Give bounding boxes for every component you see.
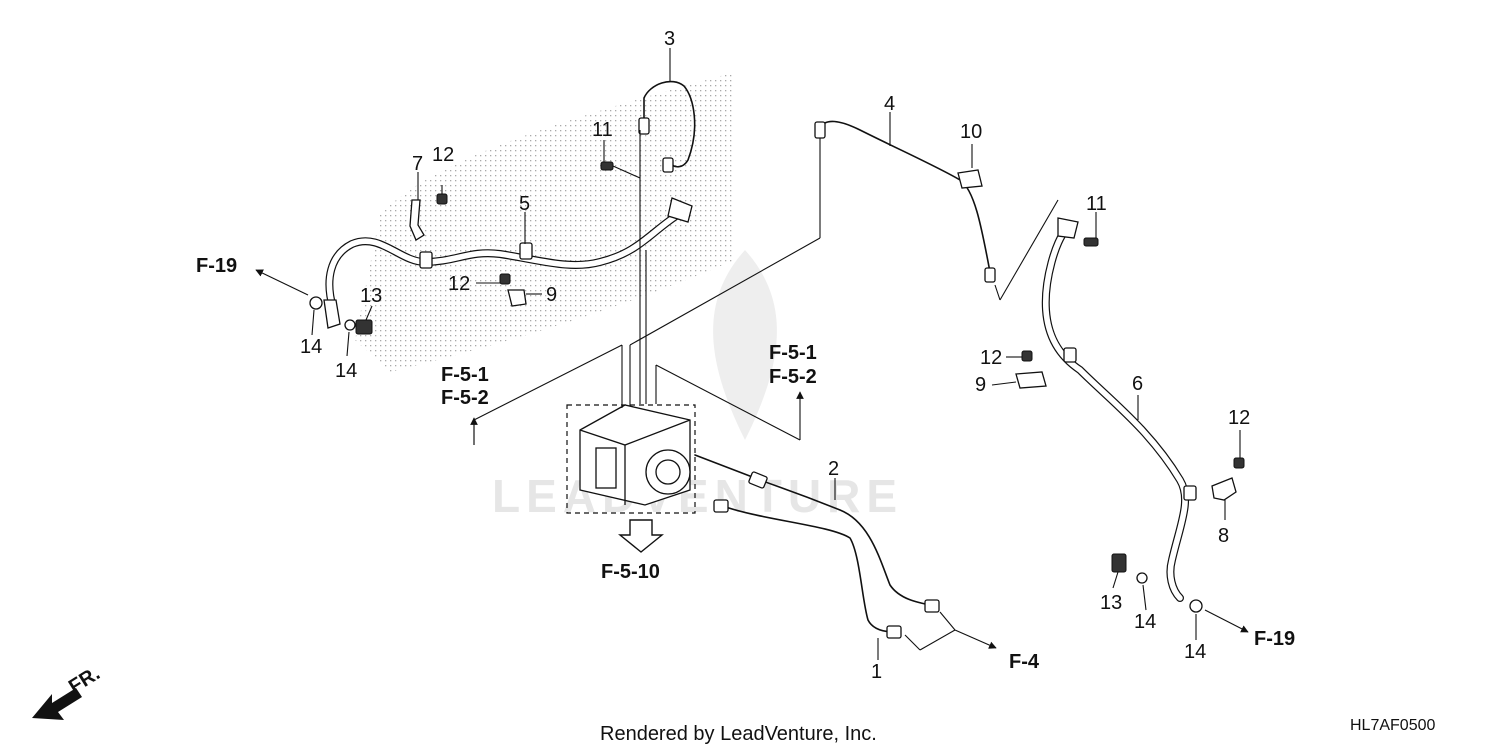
footer-credit: Rendered by LeadVenture, Inc. <box>600 723 877 745</box>
brake-hose-right <box>1041 217 1197 602</box>
callout-5: 5 <box>519 193 530 215</box>
bolt-11-left <box>600 161 641 179</box>
diagram-code: HL7AF0500 <box>1350 717 1435 734</box>
front-direction-arrow-icon <box>32 688 82 720</box>
callout-13-left: 13 <box>360 285 382 307</box>
hose-clip-right <box>1211 477 1237 501</box>
bolt-12-mid <box>499 273 511 285</box>
bolt-12-right-b <box>1233 457 1245 469</box>
abs-connection-lines <box>470 130 821 445</box>
brake-pipe-4 <box>814 120 1059 301</box>
callout-1: 1 <box>871 661 882 683</box>
banjo-bolt-13-right <box>1111 553 1203 613</box>
callout-2: 2 <box>828 458 839 480</box>
callout-3: 3 <box>664 28 675 50</box>
f4-leader <box>904 611 997 651</box>
ref-f5-1-right[interactable]: F-5-1 <box>769 342 817 364</box>
callout-8: 8 <box>1218 525 1229 547</box>
callout-4: 4 <box>884 93 895 115</box>
callout-12-right-a: 12 <box>980 347 1002 369</box>
callout-12-right-b: 12 <box>1228 407 1250 429</box>
hose-clip-left <box>409 199 425 241</box>
front-brake-hose-left <box>323 197 693 329</box>
bolt-12-right-a <box>1021 350 1033 362</box>
reference-arrow-icon <box>1204 609 1249 633</box>
callout-12-mid: 12 <box>448 273 470 295</box>
reference-arrow-icon <box>255 269 309 296</box>
callout-14-b: 14 <box>335 360 357 382</box>
callout-12-top-left: 12 <box>432 144 454 166</box>
callout-14-d: 14 <box>1184 641 1206 663</box>
callout-14-a: 14 <box>300 336 322 358</box>
sensor-10 <box>957 169 983 189</box>
callout-13-right: 13 <box>1100 592 1122 614</box>
callout-7: 7 <box>412 153 423 175</box>
bolt-12-top-left <box>436 185 448 205</box>
abs-modulator <box>566 404 696 514</box>
ref-f5-1-left[interactable]: F-5-1 <box>441 364 489 386</box>
hollow-down-arrow-icon <box>618 519 664 553</box>
svg-text:LEADVENTURE: LEADVENTURE <box>492 470 903 522</box>
callout-9-left: 9 <box>546 284 557 306</box>
ref-f19-left[interactable]: F-19 <box>196 255 237 277</box>
brake-pipe-3 <box>638 80 696 173</box>
ref-f5-2-right[interactable]: F-5-2 <box>769 366 817 388</box>
brake-pipe-1 <box>713 499 902 639</box>
callout-6: 6 <box>1132 373 1143 395</box>
ref-f5-10[interactable]: F-5-10 <box>601 561 660 583</box>
ref-f19-right[interactable]: F-19 <box>1254 628 1295 650</box>
bolt-11-right <box>1083 237 1099 247</box>
callout-14-c: 14 <box>1134 611 1156 633</box>
callout-leaders <box>311 48 1241 660</box>
ref-f4[interactable]: F-4 <box>1009 651 1040 673</box>
joint-9-left <box>507 289 527 307</box>
callout-11-left: 11 <box>592 119 613 141</box>
ref-f5-2-left[interactable]: F-5-2 <box>441 387 489 409</box>
callout-9-right: 9 <box>975 374 986 396</box>
callout-10: 10 <box>960 121 982 143</box>
callout-11-right: 11 <box>1086 193 1107 215</box>
joint-9-right <box>1015 371 1047 389</box>
banjo-bolt-13-left <box>309 296 373 335</box>
brake-pipe-2 <box>694 454 940 613</box>
